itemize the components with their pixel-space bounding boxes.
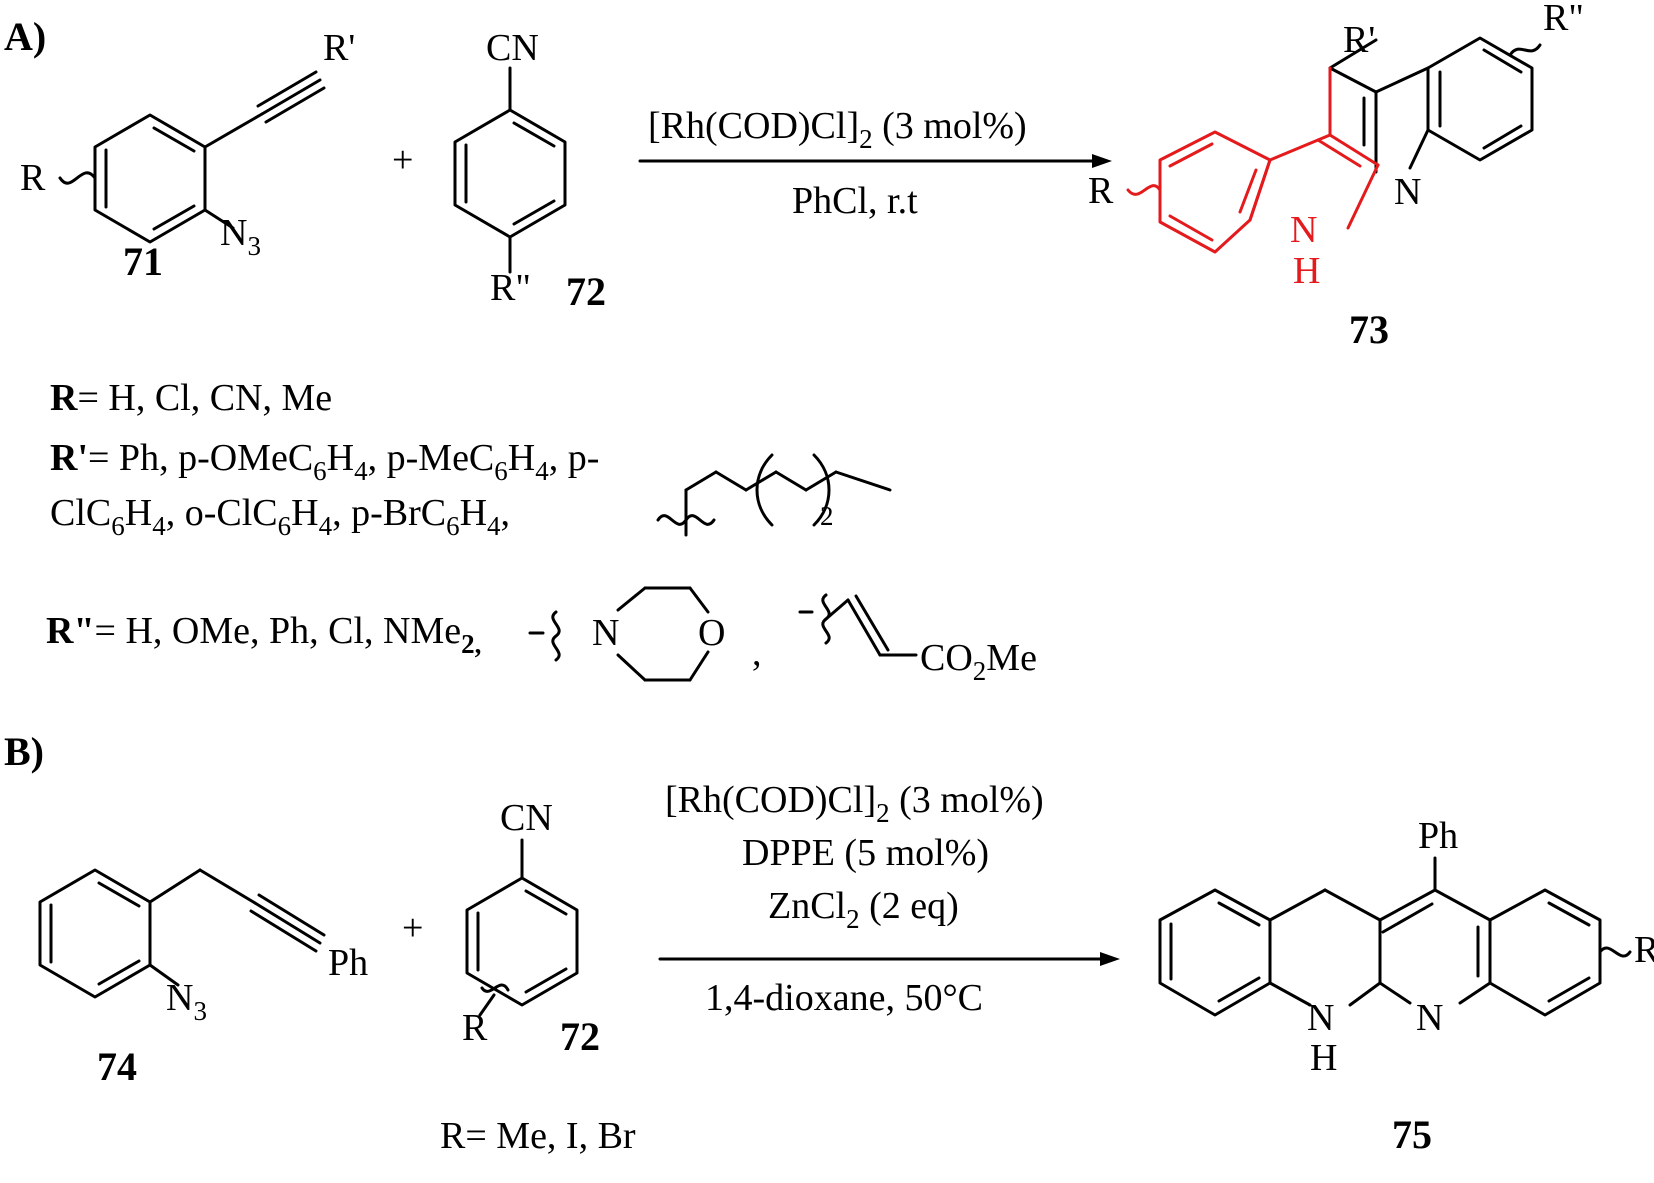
conditions-a-solvent: PhCl, r.t <box>792 180 918 222</box>
compound-71-number: 71 <box>123 239 163 284</box>
compound-72-number-b: 72 <box>560 1014 600 1059</box>
section-b-label: B) <box>4 729 44 774</box>
rprime-substituent-line-1: R'= Ph, p-OMeC6H4, p-MeC6H4, p- <box>50 437 599 486</box>
compound-73-n-label: N <box>1394 171 1421 213</box>
compound-73-structure <box>1126 36 1542 254</box>
section-a-label: A) <box>4 14 46 59</box>
compound-73-r-label: R <box>1088 170 1114 212</box>
compound-74-structure <box>38 868 326 999</box>
compound-72-b-r-values: R= Me, I, Br <box>440 1115 636 1157</box>
compound-72-cn-label: CN <box>486 27 539 69</box>
compound-72-rdprime-label: R" <box>490 267 531 309</box>
conditions-a-catalyst: [Rh(COD)Cl]2 (3 mol%) <box>648 105 1027 154</box>
reaction-arrow-b-head <box>1100 952 1120 966</box>
morpholine-o-label: O <box>698 612 725 654</box>
compound-75-r-label: R <box>1634 929 1654 971</box>
plus-sign-b: + <box>402 907 423 949</box>
compound-72-b-r-label: R <box>462 1007 488 1049</box>
compound-75-number: 75 <box>1392 1112 1432 1157</box>
acrylate-structure <box>798 593 918 657</box>
compound-73-number: 73 <box>1349 307 1389 352</box>
compound-72-structure-b <box>465 838 579 1017</box>
acrylate-ester-label: CO2Me <box>920 637 1037 686</box>
compound-74-azide-label: N3 <box>166 977 207 1026</box>
compound-73-rprime-label: R' <box>1343 19 1375 61</box>
compound-73-nh-h: H <box>1293 250 1320 292</box>
conditions-b-line-2: DPPE (5 mol%) <box>742 832 989 874</box>
compound-75-n-label: N <box>1416 997 1443 1039</box>
compound-73-rdprime-label: R" <box>1543 0 1584 39</box>
conditions-b-line-1: [Rh(COD)Cl]2 (3 mol%) <box>665 779 1044 828</box>
compound-74-ph-label: Ph <box>328 942 368 984</box>
morpholine-n-label: N <box>592 612 619 654</box>
compound-72-b-cn-label: CN <box>500 797 553 839</box>
compound-75-structure <box>1158 856 1632 1017</box>
plus-sign-a: + <box>392 139 413 181</box>
compound-75-ph-label: Ph <box>1418 815 1458 857</box>
alkyl-chain-structure <box>656 453 892 537</box>
r-substituent-line: R= H, Cl, CN, Me <box>50 377 332 419</box>
compound-74-number: 74 <box>97 1044 137 1089</box>
compound-71-azide-label: N3 <box>220 212 261 261</box>
conditions-b-line-4: 1,4-dioxane, 50°C <box>705 977 983 1019</box>
morpholine-structure <box>528 586 710 682</box>
compound-72-number-a: 72 <box>566 269 606 314</box>
compound-72-structure-a <box>453 66 567 274</box>
rprime-substituent-line-2: ClC6H4, o-ClC6H4, p-BrC6H4, <box>50 492 510 541</box>
compound-75-nh-n: N <box>1307 997 1334 1039</box>
conditions-b-line-3: ZnCl2 (2 eq) <box>768 885 959 934</box>
compound-71-r-label: R <box>20 157 46 199</box>
substituent-separator-comma: , <box>752 632 762 674</box>
alkyl-chain-repeat-count: 2 <box>820 501 834 531</box>
compound-71-structure <box>58 70 326 244</box>
compound-73-nh-n: N <box>1290 209 1317 251</box>
compound-75-nh-h: H <box>1310 1037 1337 1079</box>
reaction-arrow-a-head <box>1092 154 1112 168</box>
rdprime-substituent-line: R"= H, OMe, Ph, Cl, NMe2, <box>46 610 481 659</box>
compound-71-rprime-label: R' <box>323 27 355 69</box>
